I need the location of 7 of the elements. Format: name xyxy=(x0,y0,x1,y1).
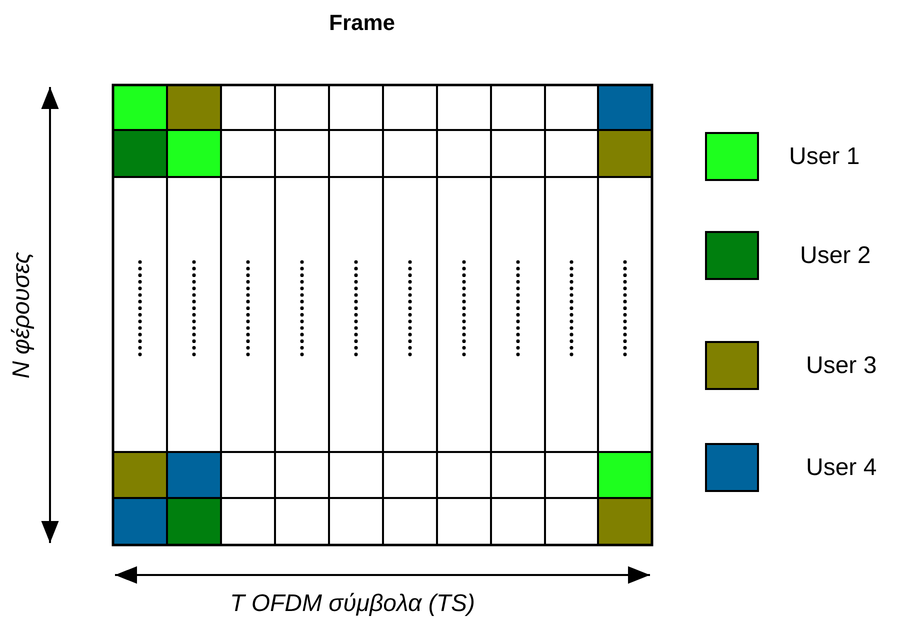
axis-label: N φέρουσες xyxy=(8,252,36,378)
legend-label: User 3 xyxy=(806,352,877,380)
axis-label: T OFDM σύμβολα (TS) xyxy=(230,590,476,618)
legend-label: User 4 xyxy=(806,454,877,482)
legend-label: User 1 xyxy=(789,143,860,171)
title: Frame xyxy=(329,10,396,36)
legend-label: User 2 xyxy=(800,242,871,270)
